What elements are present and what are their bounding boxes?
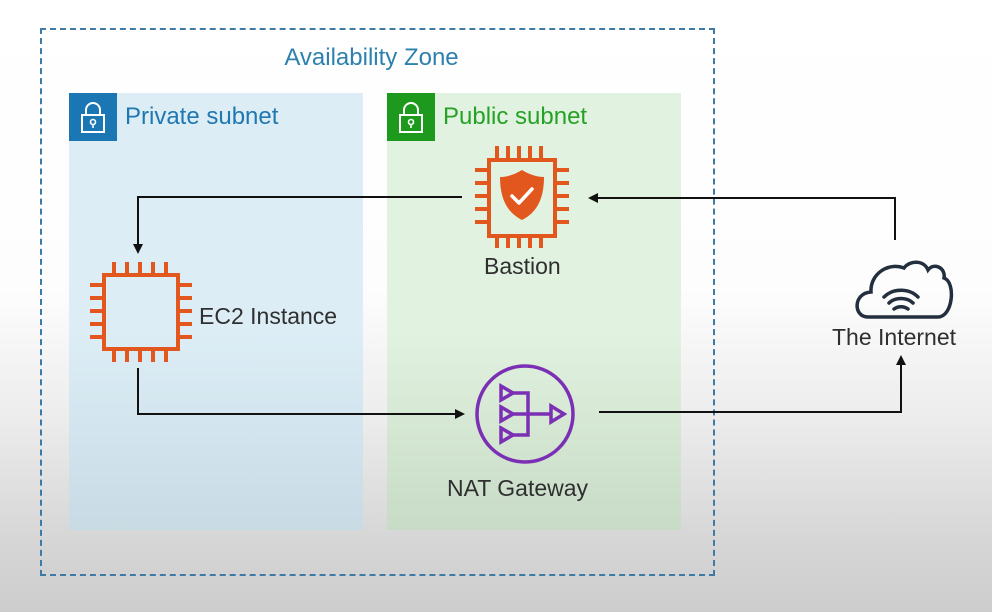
nat-gateway-icon <box>475 364 575 464</box>
connection-nat-to-internet <box>599 355 906 413</box>
internet-label: The Internet <box>832 324 957 350</box>
bastion-label: Bastion <box>484 253 561 279</box>
bastion-icon <box>475 146 569 248</box>
public-subnet-label: Public subnet <box>443 103 588 130</box>
ec2-instance-icon <box>90 262 192 362</box>
availability-zone-boundary <box>40 28 715 576</box>
private-subnet-badge <box>69 93 117 141</box>
cloud-wifi-icon <box>855 260 954 319</box>
nat-gateway-label: NAT Gateway <box>447 475 589 501</box>
private-subnet: Private subnet <box>69 93 363 530</box>
shield-check-icon <box>500 170 544 220</box>
connection-ec2-to-nat <box>137 368 465 419</box>
lock-icon <box>81 102 105 133</box>
public-subnet-badge <box>387 93 435 141</box>
connection-internet-to-bastion <box>588 193 896 240</box>
availability-zone-title: Availability Zone <box>284 44 459 71</box>
public-subnet: Public subnet <box>387 93 681 530</box>
lock-icon <box>399 102 423 133</box>
ec2-instance-label: EC2 Instance <box>199 303 338 329</box>
connection-bastion-to-ec2 <box>133 196 462 254</box>
private-subnet-label: Private subnet <box>125 103 279 130</box>
